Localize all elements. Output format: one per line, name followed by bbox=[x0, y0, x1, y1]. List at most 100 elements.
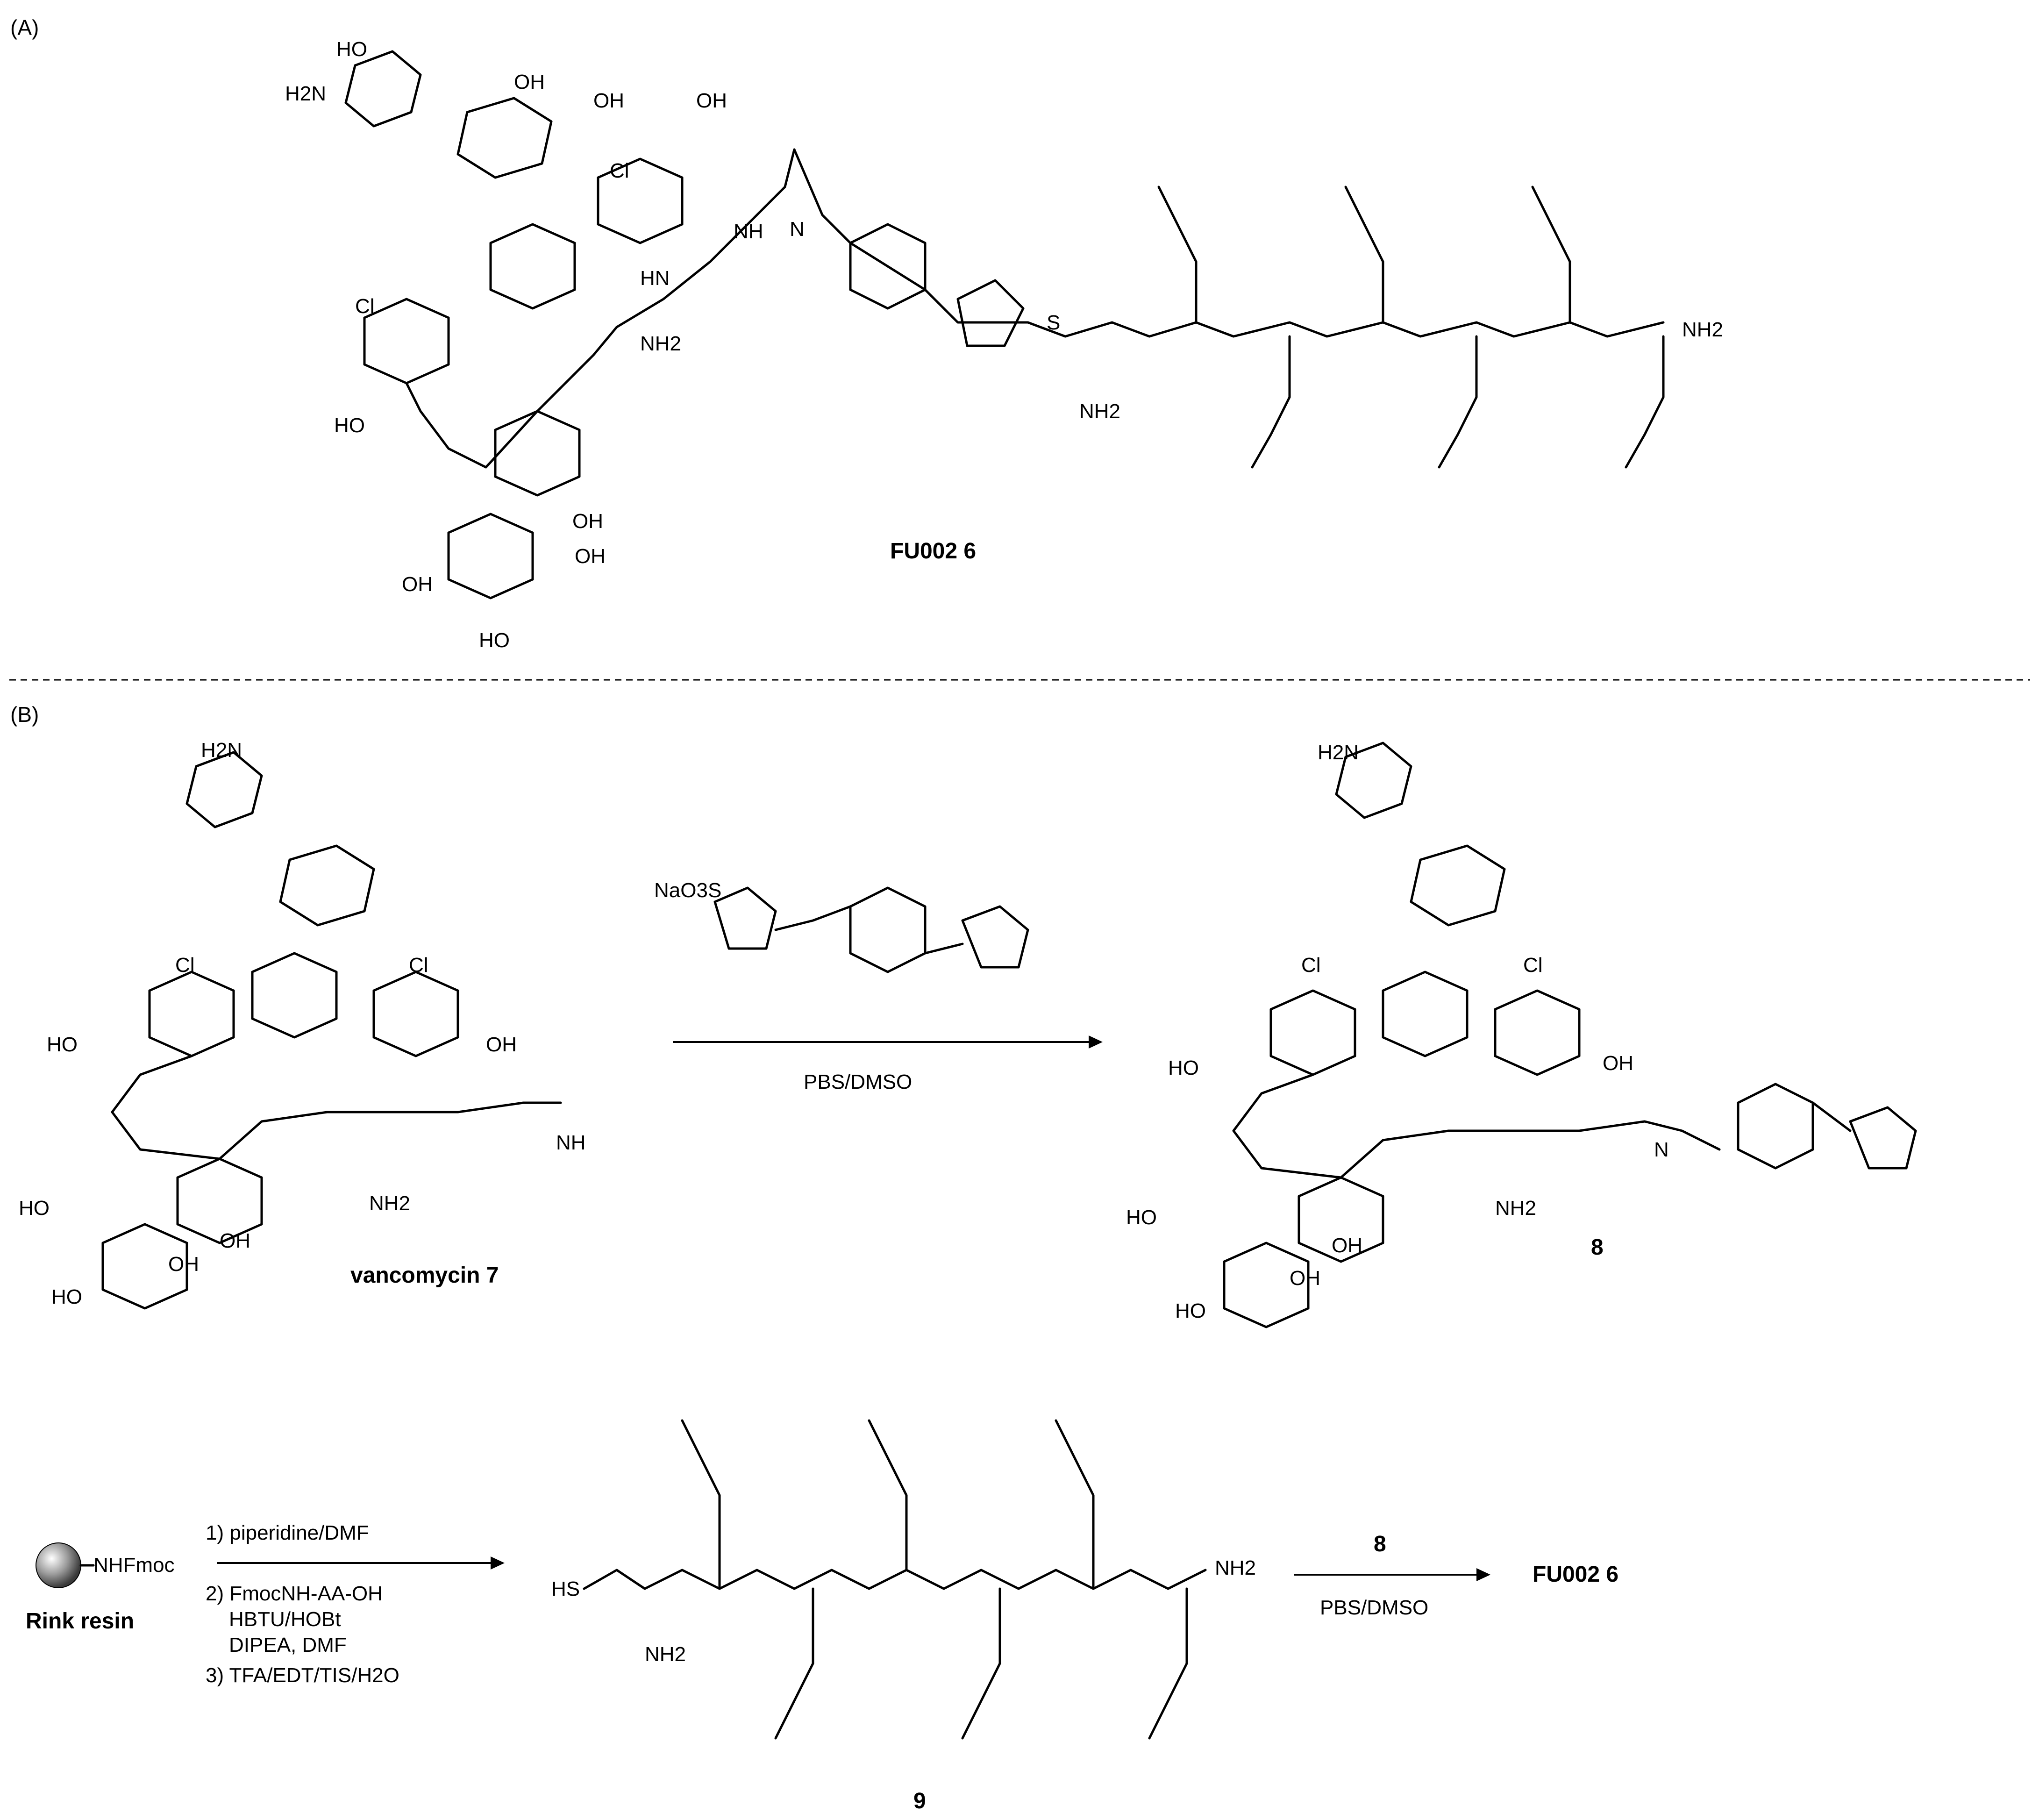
arginine-side-chain bbox=[1344, 186, 1384, 324]
peptide-backbone bbox=[111, 1055, 562, 1160]
arginine-side-chain bbox=[1251, 335, 1291, 469]
succinimide-ring bbox=[956, 279, 1025, 347]
atom-oh: OH bbox=[593, 89, 624, 112]
aromatic-ring bbox=[363, 298, 450, 385]
atom-nh2: NH2 bbox=[640, 332, 681, 355]
aromatic-ring bbox=[148, 971, 235, 1057]
atom-cl: Cl bbox=[409, 954, 428, 977]
atom-n: N bbox=[1654, 1138, 1669, 1161]
arginine-side-chain bbox=[1157, 186, 1198, 324]
arginine-side-chain bbox=[1438, 335, 1478, 469]
conjugation-solvent: PBS/DMSO bbox=[1320, 1596, 1428, 1619]
compound-label-product: FU002 6 bbox=[1533, 1562, 1618, 1587]
aromatic-ring bbox=[494, 410, 581, 497]
atom-oh: OH bbox=[696, 89, 727, 112]
atom-ho: HO bbox=[47, 1033, 78, 1056]
glucose-ring bbox=[279, 844, 375, 927]
peptide-backbone bbox=[1232, 1073, 1721, 1179]
atom-nh2: NH2 bbox=[1079, 400, 1120, 423]
methylene-bond bbox=[1811, 1101, 1852, 1132]
peptide-backbone bbox=[405, 148, 796, 469]
atom-oh: OH bbox=[168, 1253, 199, 1276]
aromatic-ring bbox=[1494, 989, 1581, 1076]
atom-cl: Cl bbox=[355, 295, 375, 318]
spps-step-1: 1) piperidine/DMF bbox=[206, 1521, 369, 1544]
atom-cl: Cl bbox=[1301, 954, 1321, 977]
compound-label-vancomycin: vancomycin 7 bbox=[350, 1263, 499, 1288]
spps-step-2c: DIPEA, DMF bbox=[229, 1634, 347, 1656]
aromatic-ring bbox=[1223, 1242, 1310, 1328]
vancosamine-ring bbox=[1335, 742, 1412, 819]
maleimide-ring bbox=[961, 905, 1029, 969]
compound-label-8: 8 bbox=[1591, 1235, 1604, 1260]
fu002-structure: HO H2N OH OH Cl Cl OH OH HO HO OH OH NH … bbox=[285, 38, 1723, 652]
vancomycin-structure: H2N Cl Cl HO OH NH NH2 OH HO OH HO bbox=[19, 739, 586, 1310]
maleimide-ring bbox=[1849, 1106, 1917, 1170]
atom-ho: HO bbox=[336, 38, 367, 61]
atom-n: N bbox=[790, 218, 805, 241]
ester-linker bbox=[774, 905, 852, 931]
peptide-chain bbox=[583, 1569, 1207, 1590]
reaction-arrow-2-head bbox=[491, 1556, 505, 1570]
peptide-9-structure: HS NH2 NH2 bbox=[551, 1419, 1256, 1740]
spps-step-3: 3) TFA/EDT/TIS/H2O bbox=[206, 1664, 399, 1687]
atom-oh: OH bbox=[486, 1033, 517, 1056]
methylene-bond bbox=[924, 942, 964, 955]
atom-ho: HO bbox=[1175, 1299, 1206, 1322]
compound-label-9: 9 bbox=[913, 1789, 926, 1813]
arginine-side-chain bbox=[774, 1587, 814, 1740]
aromatic-ring bbox=[372, 971, 459, 1057]
atom-h2n: H2N bbox=[1318, 741, 1359, 764]
atom-ho: HO bbox=[51, 1285, 82, 1308]
arginine-side-chain bbox=[1148, 1587, 1188, 1740]
atom-nh2: NH2 bbox=[1682, 318, 1723, 341]
atom-hs: HS bbox=[551, 1577, 580, 1600]
atom-oh: OH bbox=[572, 510, 603, 533]
atom-ho: HO bbox=[19, 1197, 50, 1220]
atom-nh2: NH2 bbox=[1495, 1197, 1536, 1220]
atom-oh: OH bbox=[1332, 1234, 1362, 1257]
atom-nh2: NH2 bbox=[645, 1643, 686, 1666]
aromatic-ring bbox=[447, 513, 534, 600]
atom-nh: NH bbox=[556, 1131, 586, 1154]
arginine-side-chain bbox=[681, 1419, 721, 1590]
cyclohexane-ring bbox=[1737, 1083, 1814, 1170]
peptide-chain bbox=[793, 148, 1665, 338]
conjugation-reagent: 8 bbox=[1374, 1532, 1386, 1556]
reagent-solvent-1: PBS/DMSO bbox=[804, 1071, 912, 1093]
arginine-side-chain bbox=[1531, 186, 1571, 324]
arginine-side-chain bbox=[868, 1419, 908, 1571]
aromatic-ring bbox=[597, 157, 684, 244]
atom-ho: HO bbox=[334, 414, 365, 437]
aromatic-ring bbox=[251, 952, 338, 1039]
section-label-b: (B) bbox=[10, 702, 39, 727]
atom-nh2: NH2 bbox=[369, 1192, 410, 1215]
atom-h2n: H2N bbox=[201, 739, 242, 762]
aromatic-ring bbox=[489, 223, 576, 310]
aromatic-ring bbox=[101, 1223, 188, 1310]
glucose-ring bbox=[456, 97, 553, 179]
aromatic-ring bbox=[1269, 989, 1356, 1076]
reagent-sulfonate: NaO3S bbox=[654, 879, 721, 902]
atom-oh: OH bbox=[575, 545, 606, 568]
resin-bead-icon bbox=[36, 1542, 81, 1588]
section-label-a: (A) bbox=[10, 15, 39, 40]
resin-group: NHFmoc bbox=[93, 1554, 175, 1577]
arginine-side-chain bbox=[961, 1587, 1001, 1740]
cyclohexane-ring bbox=[849, 886, 927, 973]
arginine-side-chain bbox=[1625, 335, 1665, 469]
atom-cl: Cl bbox=[175, 954, 195, 977]
succinimide-ring bbox=[713, 886, 777, 950]
compound-8-structure: H2N Cl Cl HO OH NH2 N HO OH OH HO bbox=[1126, 741, 1917, 1328]
atom-ho: HO bbox=[1126, 1206, 1157, 1229]
reaction-arrow-1-head bbox=[1089, 1035, 1103, 1049]
atom-ho: HO bbox=[479, 629, 510, 652]
vancosamine-ring bbox=[344, 50, 422, 128]
atom-h2n: H2N bbox=[285, 82, 326, 105]
reaction-arrow-3-head bbox=[1476, 1568, 1490, 1581]
arginine-side-chain bbox=[1055, 1419, 1095, 1590]
atom-oh: OH bbox=[402, 573, 433, 596]
sulfo-smcc-structure: NaO3S bbox=[654, 879, 1029, 973]
glucose-ring bbox=[1410, 844, 1506, 927]
